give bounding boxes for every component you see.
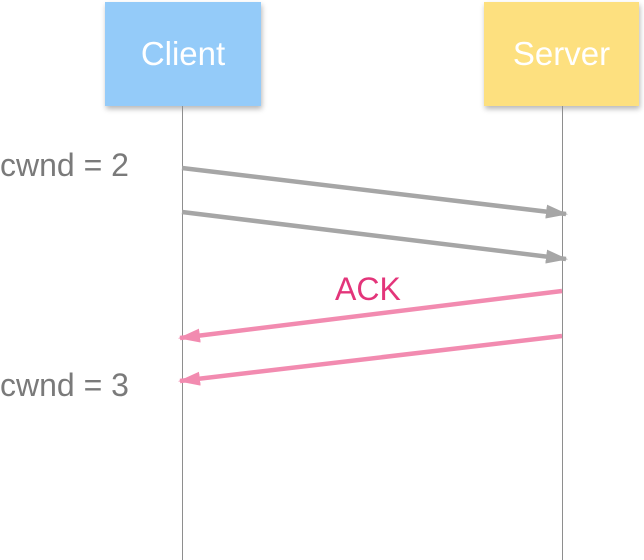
client-label: Client (140, 35, 226, 72)
client-participant-box: Client (105, 2, 261, 106)
server-lifeline (562, 106, 563, 560)
cwnd-after-label: cwnd = 3 (0, 367, 129, 403)
data-segment-arrow-1 (181, 165, 568, 219)
server-participant-box: Server (484, 2, 639, 106)
ack-arrow-2 (178, 333, 563, 386)
data-segment-arrow-2 (181, 209, 568, 264)
cwnd-before-label: cwnd = 2 (0, 147, 129, 183)
ack-label: ACK (335, 271, 401, 307)
ack-arrow-1 (178, 288, 563, 343)
server-label: Server (512, 35, 611, 72)
